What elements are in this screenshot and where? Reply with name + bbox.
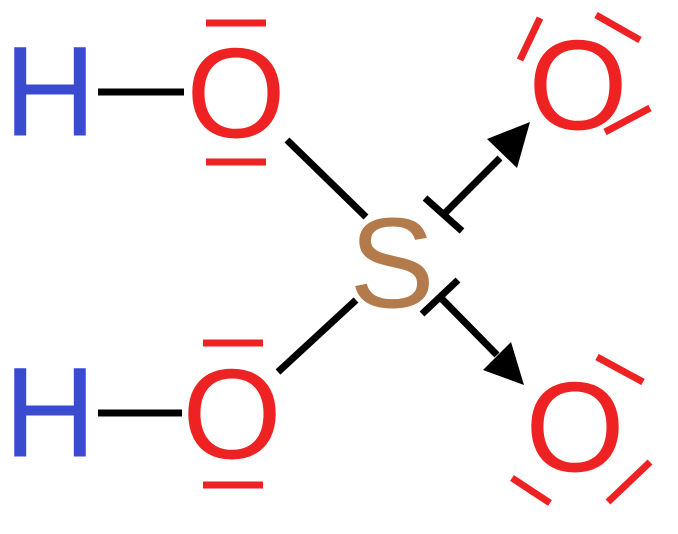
lone-pair [516,16,544,62]
bond-o3-s [275,297,359,375]
lone-pair [603,104,652,136]
atom-o2: O [528,15,628,158]
atom-o4: O [525,357,625,500]
arrowhead-icon [483,342,524,385]
atom-o3: O [182,344,282,487]
atom-h2: H [4,342,96,485]
atom-s: S [349,193,434,336]
lone-pair [595,353,645,386]
lone-pair [510,475,552,506]
lone-pairs [203,11,653,506]
lone-pair [605,459,653,505]
lone-pair [594,11,642,44]
atom-o1: O [186,23,286,166]
arrowhead-icon [487,122,530,168]
atom-h1: H [4,21,96,164]
dative-bond-s-o2 [422,122,530,234]
bond-o1-s [284,137,369,220]
dative-bond-s-o4 [419,277,524,385]
